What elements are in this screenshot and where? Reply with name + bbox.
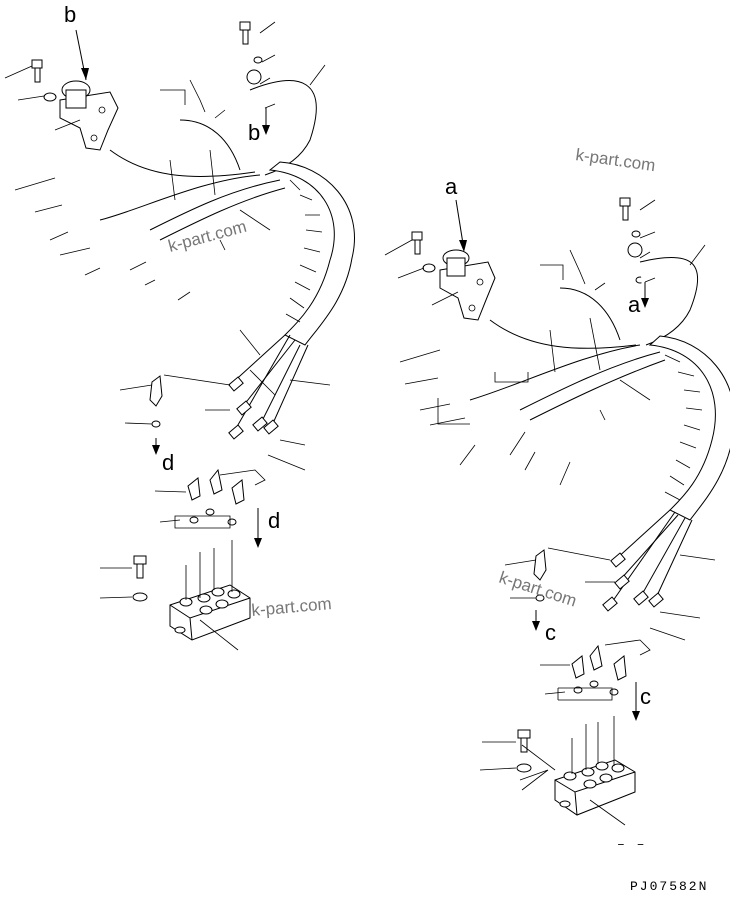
right-callout-bottom-label-1: c — [545, 620, 556, 645]
left-valve-body — [59, 80, 119, 151]
left-callout-arrows — [75, 29, 270, 548]
right-top-fittings — [619, 197, 645, 284]
left-hose-bundle — [99, 80, 355, 431]
right-leader-lines — [384, 199, 716, 826]
left-manifold-block — [169, 540, 251, 641]
right-callout-mid-label: a — [628, 292, 641, 317]
watermark-2: k-part.com — [166, 217, 248, 256]
right-callout-bottom-label-2: c — [640, 684, 651, 709]
right-hose-ends — [602, 552, 664, 612]
right-manifold-block — [554, 716, 636, 816]
left-callout-bottom-label-1: d — [162, 450, 174, 475]
right-hose-bundle — [469, 256, 730, 606]
right-callout-top-label: a — [445, 174, 458, 199]
left-bolt-top — [31, 59, 57, 102]
right-callout-arrows — [455, 199, 649, 721]
right-elbow-fitting — [533, 549, 547, 602]
left-small-fittings — [187, 468, 245, 526]
right-bolt-top — [411, 231, 436, 273]
right-manifold-bolt — [516, 729, 532, 773]
left-hose-ends — [228, 376, 279, 440]
left-callout-bottom-label-2: d — [268, 508, 280, 533]
left-callout-mid-label: b — [248, 120, 260, 145]
left-manifold-bolt — [132, 555, 148, 602]
watermark-3: k-part.com — [251, 594, 333, 620]
footer-mark: – – — [617, 837, 646, 852]
left-leader-lines — [4, 21, 331, 651]
right-assembly — [384, 197, 730, 826]
watermark-1: k-part.com — [574, 145, 656, 175]
drawing-code: PJ07582N — [630, 879, 708, 894]
left-callout-top-label: b — [64, 2, 76, 27]
left-elbow-fitting — [149, 375, 163, 428]
right-valve-body — [439, 249, 496, 321]
left-assembly — [4, 21, 355, 651]
